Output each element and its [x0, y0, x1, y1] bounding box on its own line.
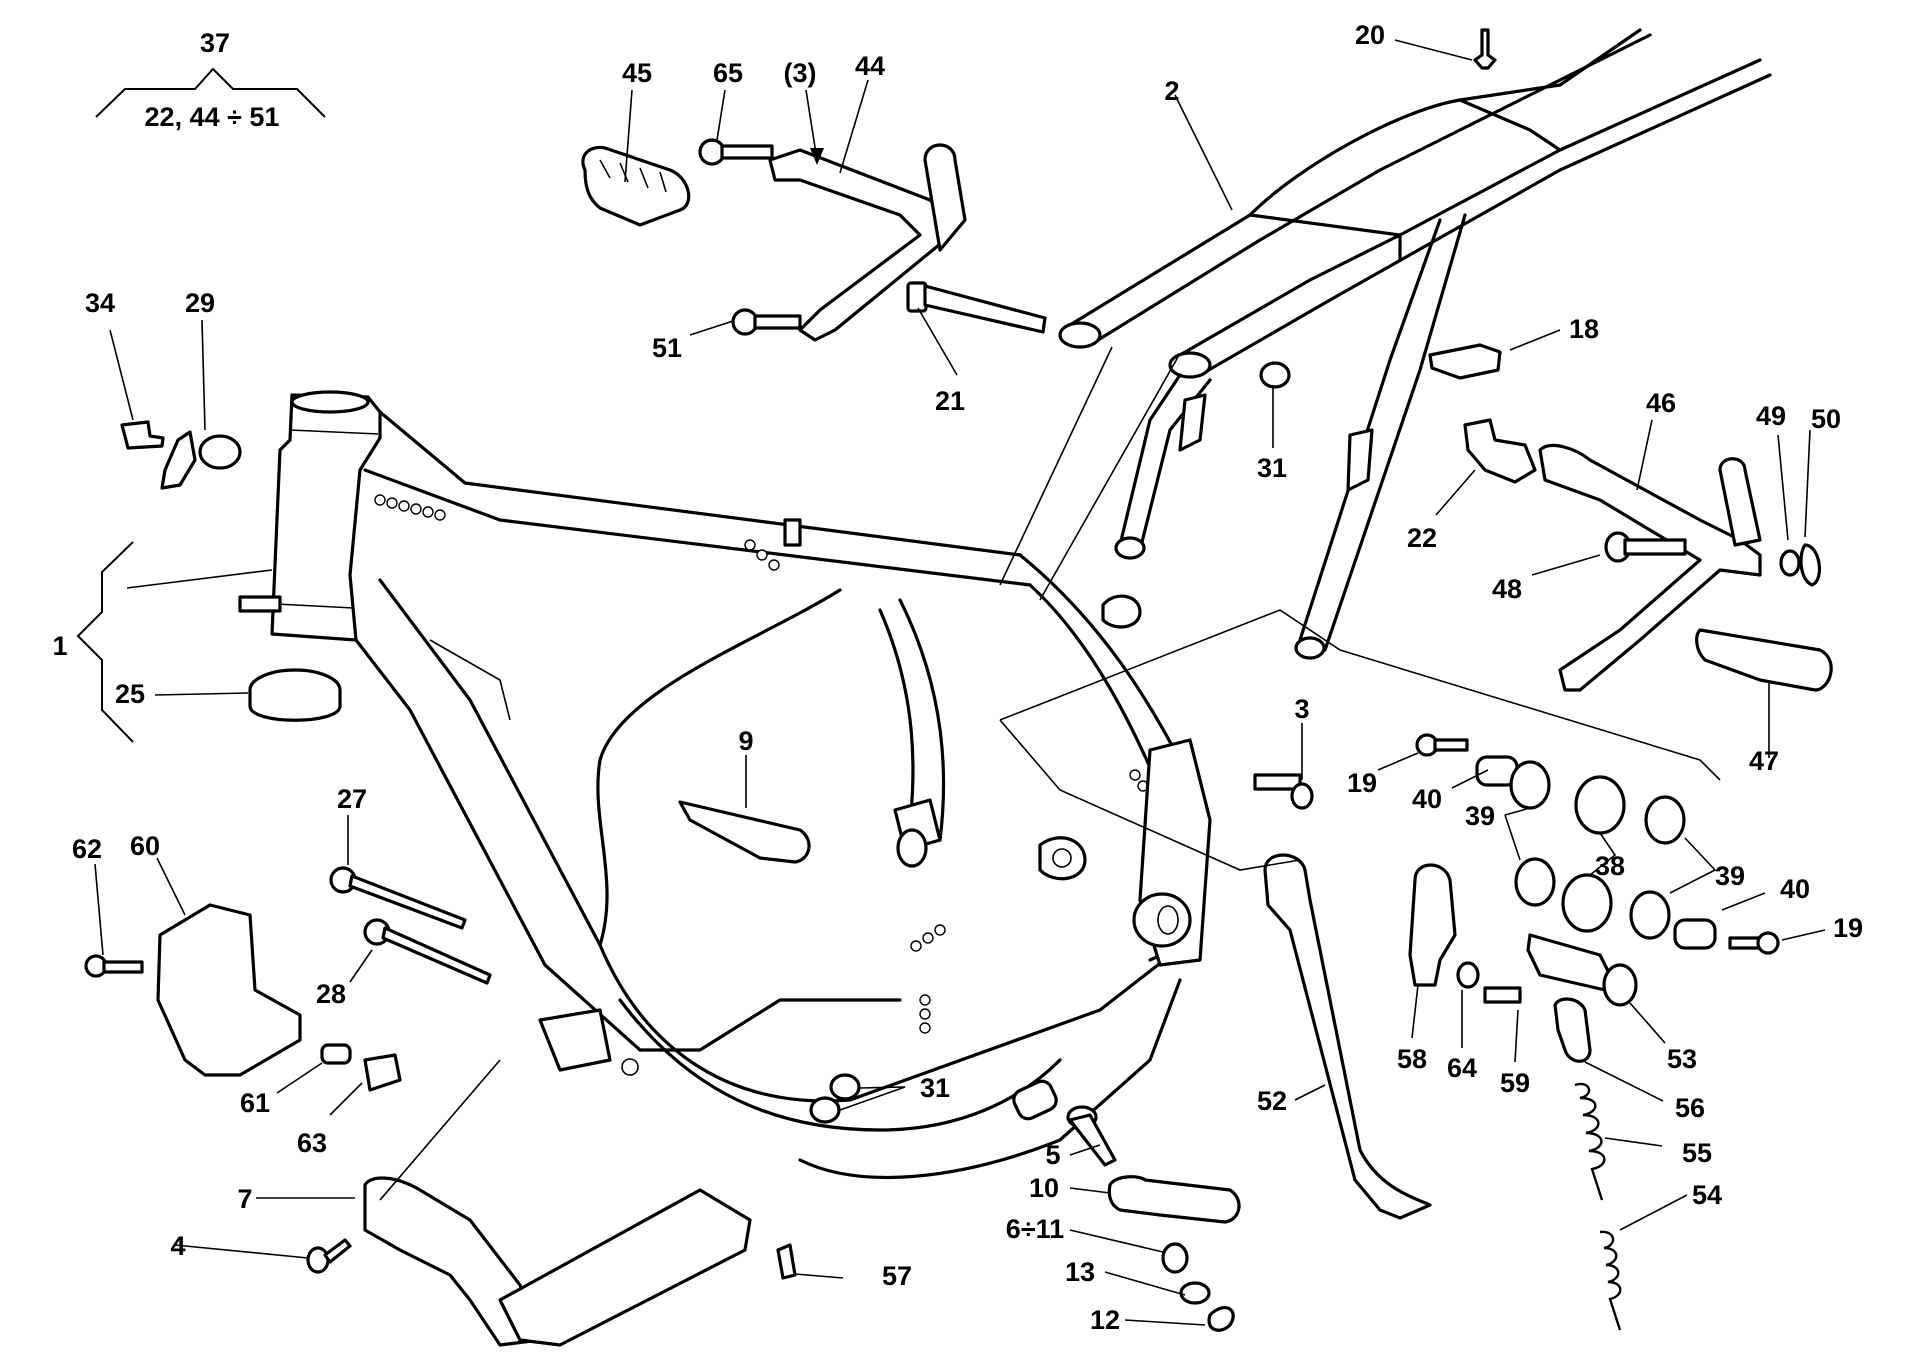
callout-48: 48 — [1492, 574, 1522, 604]
callout-13: 13 — [1065, 1257, 1095, 1287]
callout-62: 62 — [72, 834, 102, 864]
callout-40-top: 40 — [1412, 784, 1442, 814]
callout-31-top: 31 — [1257, 453, 1287, 483]
callout-19-bottom: 19 — [1833, 913, 1863, 943]
callout-29: 29 — [185, 288, 215, 318]
callout-49: 49 — [1756, 401, 1786, 431]
callout-44: 44 — [855, 51, 885, 81]
callout-28: 28 — [316, 979, 346, 1009]
callout-6-11: 6÷11 — [1006, 1214, 1064, 1244]
callout-20: 20 — [1355, 20, 1385, 50]
callout-53: 53 — [1667, 1044, 1697, 1074]
callout-21: 21 — [935, 386, 965, 416]
callout-38: 38 — [1595, 851, 1625, 881]
callout-labels: 45 65 (3) 44 51 21 2 20 18 31 34 29 25 2… — [72, 20, 1863, 1335]
callout-39-left: 39 — [1465, 801, 1495, 831]
callout-3-paren: (3) — [784, 58, 817, 88]
callout-52: 52 — [1257, 1086, 1287, 1116]
callout-61: 61 — [240, 1088, 270, 1118]
callout-19-top: 19 — [1347, 768, 1377, 798]
callout-18: 18 — [1569, 314, 1599, 344]
callout-60: 60 — [130, 831, 160, 861]
callout-59: 59 — [1500, 1068, 1530, 1098]
weld-beads — [374, 494, 1157, 1034]
rear-subframe — [1058, 28, 1772, 660]
group-header-bottom: 22, 44 ÷ 51 — [145, 102, 280, 132]
callout-39-right: 39 — [1715, 861, 1745, 891]
callout-51: 51 — [652, 333, 682, 363]
callout-34: 34 — [85, 288, 115, 318]
callout-64: 64 — [1447, 1053, 1477, 1083]
callout-46: 46 — [1646, 388, 1676, 418]
callout-45: 45 — [622, 58, 652, 88]
label-1: 1 — [52, 631, 67, 661]
callout-27: 27 — [337, 784, 367, 814]
callout-63: 63 — [297, 1128, 327, 1158]
callout-7: 7 — [237, 1184, 252, 1214]
callout-2: 2 — [1164, 76, 1179, 106]
main-frame — [238, 390, 1212, 1180]
callout-57: 57 — [882, 1261, 912, 1291]
bracket-1: 1 — [52, 541, 273, 743]
callout-12: 12 — [1090, 1305, 1120, 1335]
callout-50: 50 — [1811, 404, 1841, 434]
callout-47: 47 — [1749, 746, 1779, 776]
callout-10: 10 — [1029, 1173, 1059, 1203]
callout-25: 25 — [115, 679, 145, 709]
callout-58: 58 — [1397, 1044, 1427, 1074]
callout-5: 5 — [1045, 1140, 1060, 1170]
callout-31-bottom: 31 — [920, 1073, 950, 1103]
callout-3: 3 — [1294, 694, 1309, 724]
small-parts — [84, 28, 1833, 1347]
callout-4: 4 — [170, 1231, 185, 1261]
group-header: 37 22, 44 ÷ 51 — [95, 28, 326, 132]
callout-56: 56 — [1675, 1093, 1705, 1123]
callout-65: 65 — [713, 58, 743, 88]
group-header-top: 37 — [200, 28, 230, 58]
callout-55: 55 — [1682, 1138, 1712, 1168]
callout-54: 54 — [1692, 1180, 1722, 1210]
callout-22: 22 — [1407, 523, 1437, 553]
callout-9: 9 — [738, 726, 753, 756]
leader-lines — [94, 39, 1826, 1326]
callout-40-bottom: 40 — [1780, 874, 1810, 904]
